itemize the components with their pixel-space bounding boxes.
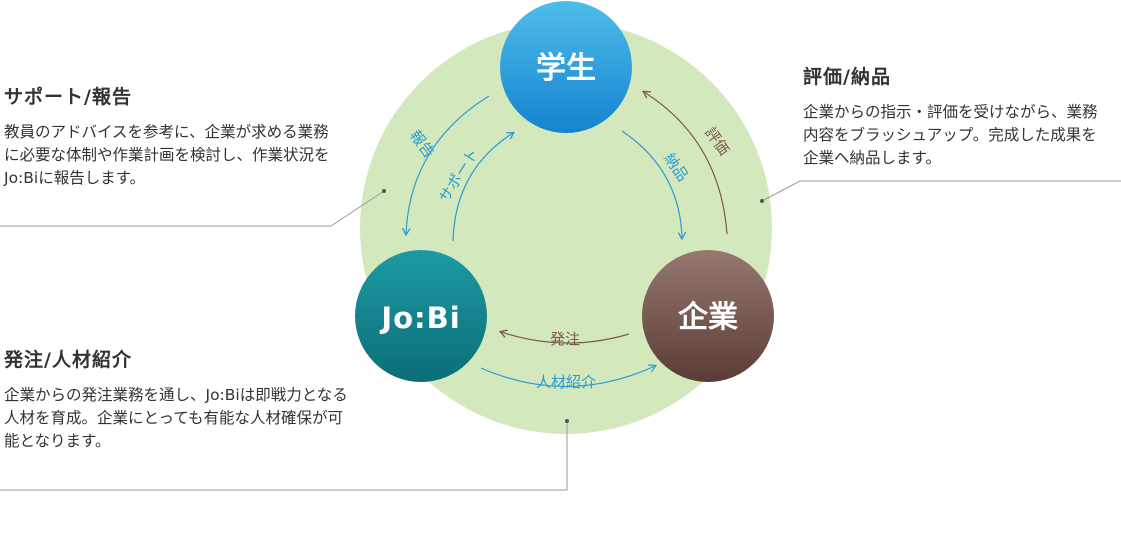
dispatch-text: 企業からの発注業務を通し、Jo:Biは即戦力となる人材を育成。企業にとっても有能… xyxy=(4,386,348,450)
leader-line-support xyxy=(0,190,385,227)
arrow-delivery xyxy=(621,130,682,238)
arrow-report xyxy=(406,95,490,234)
support-title: サポート/報告 xyxy=(4,86,132,108)
dispatch-title: 発注/人材紹介 xyxy=(4,349,132,371)
arrow-label-dispatch: 発注 xyxy=(550,330,580,348)
evaluation-text: 企業からの指示・評価を受けながら、業務内容をブラッシュアップ。完成した成果を企業… xyxy=(803,103,1098,167)
node-company: 企業 xyxy=(642,250,774,382)
node-company-label: 企業 xyxy=(678,300,738,335)
node-jobi-label: Jo:Bi xyxy=(379,301,460,335)
support-block: サポート/報告 教員のアドバイスを参考に、企業が求める業務に必要な体制や作業計画… xyxy=(4,82,334,190)
evaluation-block: 評価/納品 企業からの指示・評価を受けながら、業務内容をブラッシュアップ。完成し… xyxy=(803,62,1103,170)
leader-dot-support xyxy=(382,189,386,193)
node-jobi: Jo:Bi xyxy=(355,250,487,382)
leader-line-dispatch xyxy=(0,421,568,491)
leader-dot-eval xyxy=(760,199,764,203)
leader-line-eval xyxy=(761,180,1121,202)
node-student: 学生 xyxy=(500,1,632,133)
arrow-evaluation xyxy=(644,92,728,235)
arrow-support xyxy=(452,133,513,242)
arrow-label-talent: 人材紹介 xyxy=(536,373,596,391)
leader-dot-dispatch xyxy=(565,419,569,423)
dispatch-block: 発注/人材紹介 企業からの発注業務を通し、Jo:Biは即戦力となる人材を育成。企… xyxy=(4,345,349,453)
evaluation-title: 評価/納品 xyxy=(803,66,891,88)
node-student-label: 学生 xyxy=(536,51,596,86)
arrow-dispatch xyxy=(501,332,630,344)
support-text: 教員のアドバイスを参考に、企業が求める業務に必要な体制や作業計画を検討し、作業状… xyxy=(4,123,330,187)
arrow-talent xyxy=(480,366,655,388)
